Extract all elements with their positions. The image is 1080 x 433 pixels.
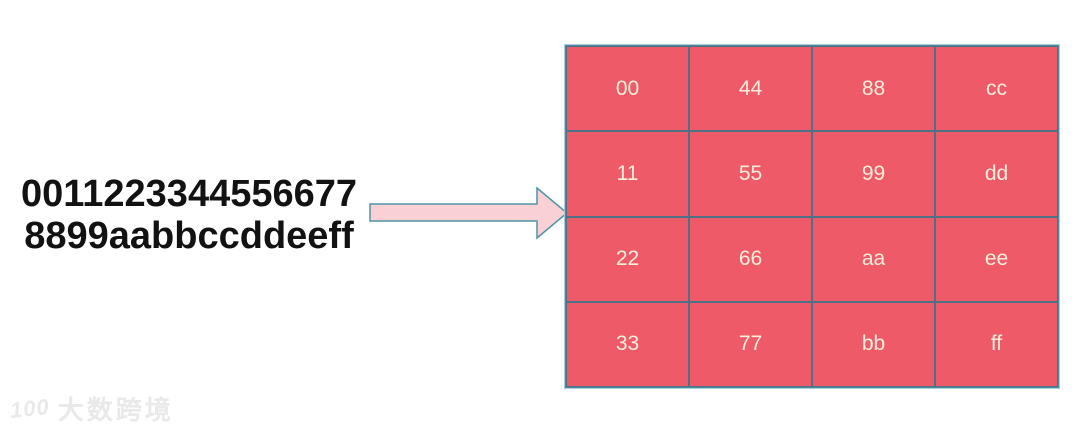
grid-cell-r2c2: aa: [812, 216, 935, 302]
hex-string-line2: 8899aabbccddeeff: [24, 215, 354, 257]
grid-cell-value: 66: [738, 247, 763, 271]
grid-cell-value: 33: [615, 332, 640, 356]
grid-cell-value: cc: [986, 76, 1007, 100]
grid-cell-r1c0: 11: [566, 131, 689, 217]
grid-cell-r3c2: bb: [812, 301, 935, 387]
hex-string-line1: 0011223344556677: [20, 173, 358, 215]
grid-cell-value: dd: [984, 161, 1009, 185]
grid-cell-r3c1: 77: [689, 301, 812, 387]
grid-cell-r3c0: 33: [566, 301, 689, 387]
grid-cell-r2c0: 22: [566, 216, 689, 302]
grid-cell-r0c0: 00: [566, 46, 689, 132]
right-arrow-shape: [369, 186, 569, 240]
grid-cell-value: ee: [984, 247, 1009, 271]
grid-cell-value: 22: [615, 247, 640, 271]
grid-cell-r0c3: cc: [935, 46, 1058, 132]
grid-cell-value: 44: [738, 76, 763, 100]
grid-cell-value: 11: [616, 161, 639, 185]
grid-cell-r1c2: 99: [812, 131, 935, 217]
grid-cell-value: 77: [738, 332, 763, 356]
grid-cell-value: 88: [861, 76, 886, 100]
grid-cell-value: aa: [861, 247, 886, 271]
grid-cell-value: 00: [615, 76, 640, 100]
watermark: 100 大数跨境: [8, 390, 174, 427]
grid-cell-value: ff: [990, 332, 1003, 356]
grid-cell-r1c1: 55: [689, 131, 812, 217]
grid-cell-r2c3: ee: [935, 216, 1058, 302]
right-arrow-icon: [369, 186, 569, 240]
grid-cell-value: 99: [861, 161, 886, 185]
grid-cell-r0c1: 44: [689, 46, 812, 132]
hex-byte-grid: 00 44 88 cc 11 55 99 dd 22 66 aa ee 33 7…: [564, 44, 1060, 389]
grid-cell-r1c3: dd: [935, 131, 1058, 217]
hex-string-text: 0011223344556677 8899aabbccddeeff: [16, 173, 362, 257]
grid-cell-value: 55: [738, 161, 763, 185]
grid-cell-r0c2: 88: [812, 46, 935, 132]
watermark-brand-text: 大数跨境: [57, 395, 174, 425]
grid-cell-r3c3: ff: [935, 301, 1058, 387]
watermark-100-logo: 100: [8, 393, 51, 423]
grid-cell-r2c1: 66: [689, 216, 812, 302]
grid-cell-value: bb: [861, 332, 886, 356]
